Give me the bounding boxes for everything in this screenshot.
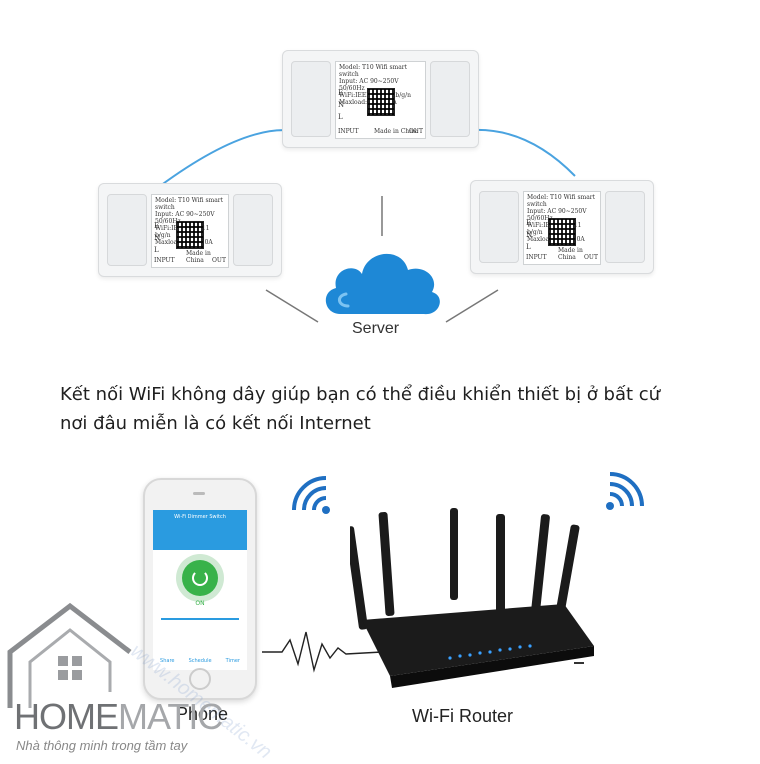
phone-screen: Wi-Fi Dimmer Switch ON Share Schedule Ti… xyxy=(153,510,247,670)
dimmer-slider[interactable] xyxy=(161,618,239,620)
app-header: Wi-Fi Dimmer Switch xyxy=(153,510,247,550)
tab-schedule[interactable]: Schedule xyxy=(188,658,212,664)
signal-wave xyxy=(262,631,382,673)
on-label: ON xyxy=(195,600,205,607)
brand-name: HOMEMATIC xyxy=(14,696,223,738)
switch-end-cap xyxy=(107,194,147,266)
switch-end-cap xyxy=(605,191,645,263)
qr-code-icon xyxy=(176,221,204,249)
caption-line-2: nơi đâu miễn là có kết nối Internet xyxy=(60,413,371,434)
switch-label: Model: T10 Wifi smart switch Input: AC 9… xyxy=(335,61,426,139)
switch-end-cap xyxy=(430,61,470,137)
smart-switch-left: Model: T10 Wifi smart switch Input: AC 9… xyxy=(98,183,282,277)
smartphone: Wi-Fi Dimmer Switch ON Share Schedule Ti… xyxy=(143,478,257,700)
switch-end-cap xyxy=(233,194,273,266)
caption-line-1: Kết nối WiFi không dây giúp bạn có thể đ… xyxy=(60,384,661,405)
wifi-signal-icon xyxy=(606,472,644,510)
cloud-icon xyxy=(325,253,440,315)
brand-name-part-1: HOME xyxy=(14,696,119,737)
house-logo-icon xyxy=(7,602,132,708)
power-icon[interactable] xyxy=(182,560,218,596)
wifi-signal-icon xyxy=(292,476,330,514)
dash-mark xyxy=(574,662,584,664)
brand-name-part-2: MATIC xyxy=(118,696,223,737)
qr-code-icon xyxy=(366,88,395,116)
phone-camera xyxy=(193,492,205,495)
server-label: Server xyxy=(352,320,400,337)
switch-label: Model: T10 Wifi smart switch Input: AC 9… xyxy=(151,194,229,268)
smart-switch-top: Model: T10 Wifi smart switch Input: AC 9… xyxy=(282,50,479,148)
switch-end-cap xyxy=(291,61,331,137)
tab-timer[interactable]: Timer xyxy=(225,658,240,664)
brand-tagline: Nhà thông minh trong tầm tay xyxy=(16,738,188,753)
smart-switch-right: Model: T10 Wifi smart switch Input: AC 9… xyxy=(470,180,654,274)
switch-label: Model: T10 Wifi smart switch Input: AC 9… xyxy=(523,191,601,265)
switch-end-cap xyxy=(479,191,519,263)
app-tabs: Share Schedule Timer xyxy=(153,658,247,664)
home-button xyxy=(189,668,211,690)
router-label: Wi-Fi Router xyxy=(412,706,514,726)
phone-label: Phone xyxy=(176,704,229,724)
router-icon xyxy=(350,508,594,688)
caption-text: Kết nối WiFi không dây giúp bạn có thể đ… xyxy=(60,380,720,438)
qr-code-icon xyxy=(548,218,576,246)
tab-share[interactable]: Share xyxy=(160,658,175,664)
